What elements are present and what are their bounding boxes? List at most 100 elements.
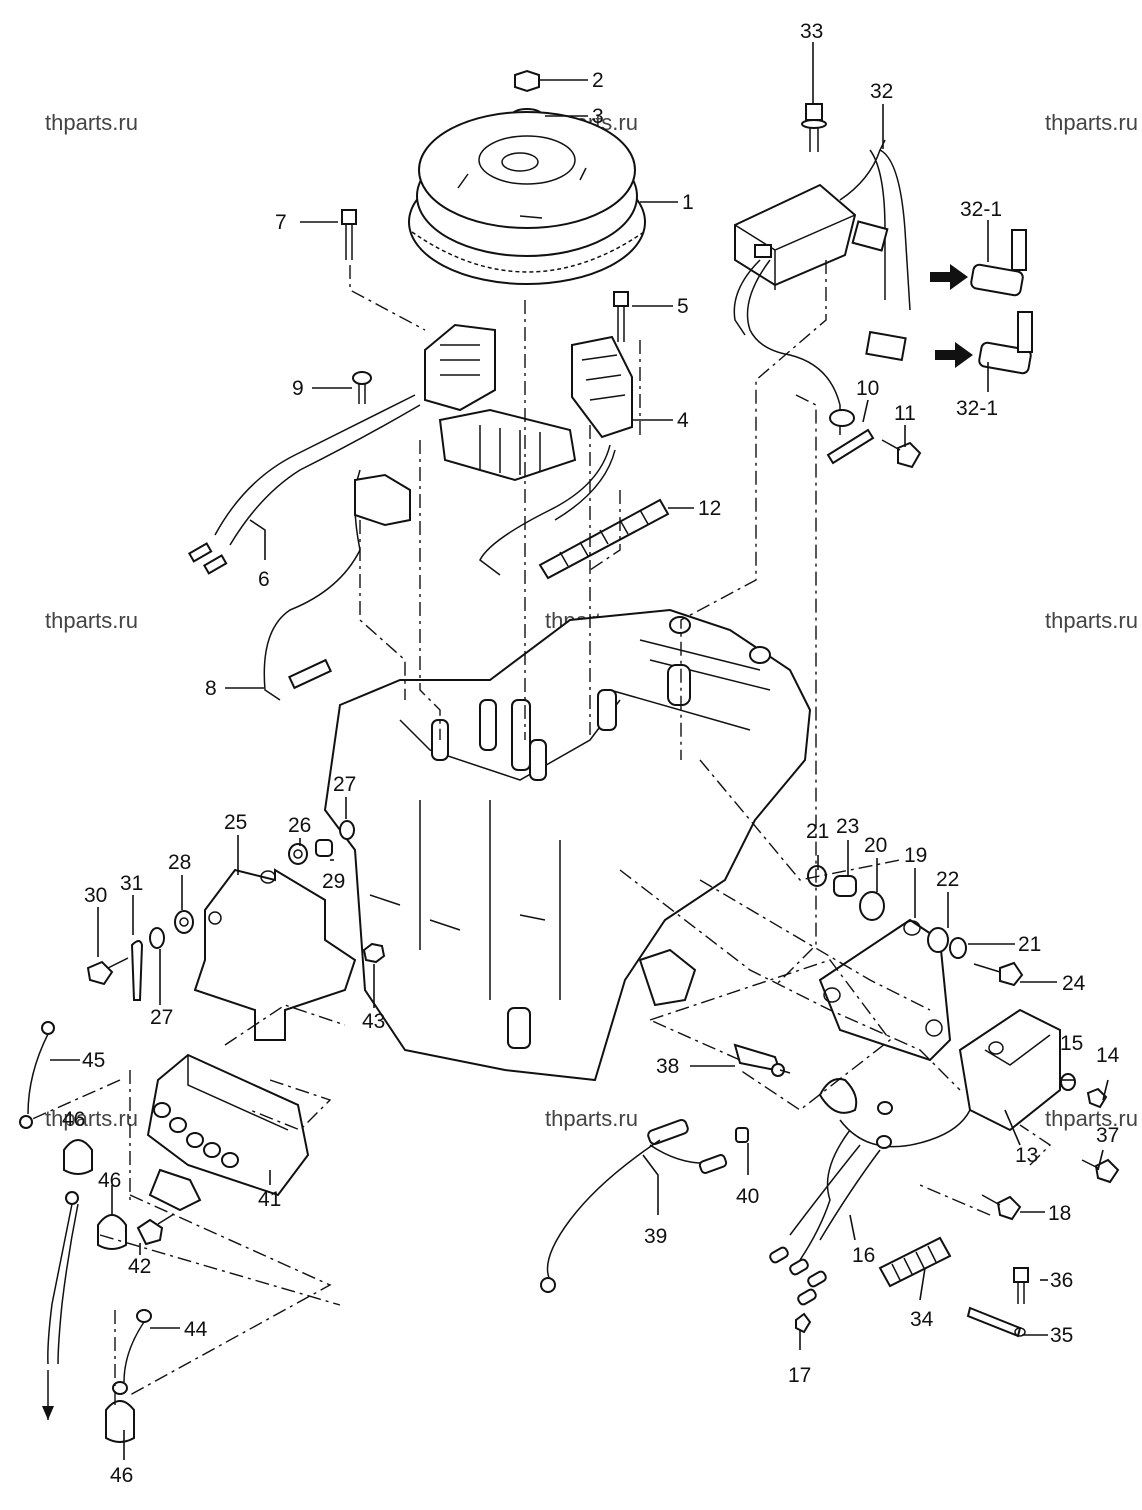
callout-45: 45 — [82, 1049, 105, 1072]
callout-35: 35 — [1050, 1324, 1073, 1347]
part-bolt-5 — [613, 291, 629, 342]
callout-labels: 1 2 3 4 5 6 7 8 9 10 11 12 13 14 15 16 1… — [62, 20, 1120, 1487]
part-bolt-37 — [1081, 1158, 1120, 1184]
callout-20: 20 — [864, 834, 887, 857]
part-washer-27-bottom — [149, 927, 165, 949]
callout-29: 29 — [322, 870, 345, 893]
part-charge-coil — [438, 408, 577, 482]
part-collar-29 — [315, 839, 333, 857]
watermark: thparts.ru — [1045, 110, 1138, 135]
callout-25: 25 — [224, 811, 247, 834]
part-wire-harness-16 — [769, 1078, 971, 1306]
callout-26: 26 — [288, 814, 311, 837]
part-grommet-20 — [859, 891, 885, 921]
arrow-down-icon — [42, 1406, 54, 1420]
callout-5: 5 — [677, 295, 689, 318]
part-grommet-22 — [927, 927, 949, 953]
callout-2: 2 — [592, 69, 604, 92]
parts-drawing — [19, 69, 1120, 1443]
callout-24: 24 — [1062, 972, 1086, 995]
part-ground-lead-10 — [826, 428, 875, 465]
callout-30: 30 — [84, 884, 107, 907]
callout-32: 32 — [870, 80, 893, 103]
part-boot-46-top — [63, 1139, 93, 1175]
callout-3: 3 — [592, 105, 604, 128]
part-grommet-28 — [174, 910, 194, 934]
callout-44: 44 — [184, 1318, 208, 1341]
callout-27: 27 — [333, 773, 356, 796]
callout-28: 28 — [168, 851, 191, 874]
callout-12: 12 — [698, 497, 721, 520]
part-bolt-33 — [801, 103, 827, 152]
part-bolt-30 — [86, 957, 129, 986]
watermark: thparts.ru — [545, 1106, 638, 1131]
part-wire-4 — [479, 444, 616, 576]
part-plug-cap-32-1-lower — [978, 311, 1033, 375]
callout-18: 18 — [1048, 1202, 1071, 1225]
part-ignition-coil — [733, 139, 911, 435]
callout-41: 41 — [258, 1188, 281, 1211]
part-bolt-42 — [136, 1213, 175, 1246]
part-boot-46-bottom — [105, 1400, 135, 1443]
part-cdi-unit-41 — [146, 1053, 310, 1212]
part-bolt-7 — [341, 209, 357, 260]
part-nut-2 — [514, 69, 540, 93]
part-sensor-8 — [263, 469, 411, 701]
callout-17: 17 — [788, 1364, 811, 1387]
part-cylinder-block — [323, 608, 812, 1082]
part-lead-44 — [112, 1309, 152, 1395]
part-bolt-14 — [1086, 1087, 1108, 1109]
callout-6: 6 — [258, 568, 270, 591]
callout-9: 9 — [292, 377, 304, 400]
callout-21: 21 — [1018, 933, 1041, 956]
callout-34: 34 — [910, 1308, 934, 1331]
part-collar-23 — [833, 875, 857, 897]
callout-40: 40 — [736, 1185, 759, 1208]
callout-14: 14 — [1096, 1044, 1120, 1067]
callout-8: 8 — [205, 677, 217, 700]
part-grommet-26 — [288, 843, 308, 865]
callout-43: 43 — [362, 1010, 385, 1033]
part-bolt-36 — [1013, 1267, 1029, 1304]
callout-37: 37 — [1096, 1124, 1119, 1147]
part-bolt-24 — [973, 961, 1024, 987]
part-bracket-25 — [193, 868, 357, 1041]
part-bolt-11 — [881, 439, 922, 469]
callout-10: 10 — [856, 377, 879, 400]
watermark: thparts.ru — [1045, 608, 1138, 633]
part-nut-43 — [362, 942, 386, 964]
part-pulser-coil-left — [424, 323, 496, 412]
part-washer-27-top — [339, 820, 355, 840]
callout-23: 23 — [836, 815, 859, 838]
part-wire-harness-6 — [214, 394, 421, 546]
arrow-icon — [930, 264, 968, 290]
part-40 — [735, 1127, 749, 1143]
part-ground-lead-45 — [19, 1021, 55, 1129]
callout-31: 31 — [120, 872, 143, 895]
part-lead-39 — [540, 1118, 728, 1293]
callout-27: 27 — [150, 1006, 173, 1029]
callout-39: 39 — [644, 1225, 667, 1248]
part-battery-cable — [42, 1191, 79, 1420]
callout-15: 15 — [1060, 1032, 1083, 1055]
callout-46: 46 — [62, 1108, 85, 1131]
callout-36: 36 — [1050, 1269, 1073, 1292]
callout-46: 46 — [110, 1464, 133, 1487]
part-connector-ends-6 — [187, 542, 228, 575]
leader-lines — [50, 42, 1109, 1460]
part-washer-21-bottom — [949, 937, 967, 959]
watermark: thparts.ru — [45, 1106, 138, 1131]
callout-21: 21 — [806, 820, 829, 843]
callout-22: 22 — [936, 868, 959, 891]
callout-1: 1 — [682, 191, 694, 214]
callout-13: 13 — [1015, 1144, 1038, 1167]
part-17 — [795, 1312, 812, 1334]
callout-32-1: 32-1 — [960, 198, 1002, 221]
part-pulser-coil-4 — [571, 335, 633, 439]
part-boot-46-mid — [97, 1214, 127, 1250]
callout-7: 7 — [275, 211, 287, 234]
part-tube-34 — [878, 1236, 952, 1288]
part-sleeve-12 — [538, 498, 670, 580]
part-washer-15 — [1060, 1073, 1076, 1091]
